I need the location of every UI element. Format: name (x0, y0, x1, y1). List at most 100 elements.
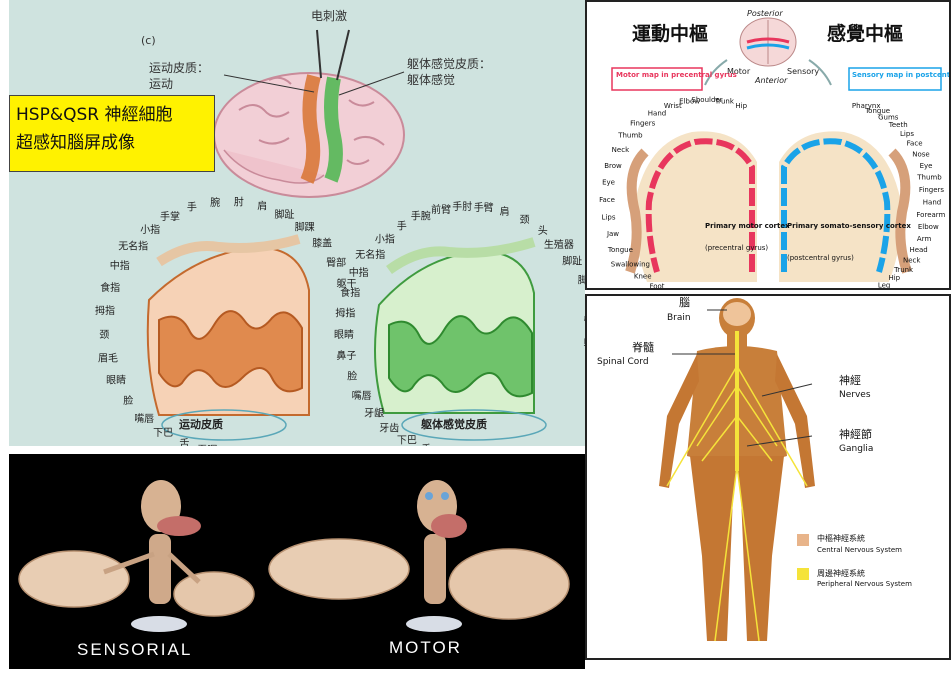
motor-word: Motor (727, 67, 751, 76)
sensory-map-part-19: Gums (878, 113, 899, 121)
brain-cortex-panel: (c) 电刺激 运动皮质： 运动 躯体感觉皮质： 躯体感觉 运动皮质 躯体感觉皮… (9, 0, 585, 446)
sensory-homunculus-outline (888, 148, 912, 274)
sensory-part-label-1: 臀部 (584, 315, 585, 328)
motor-map-part-3: Elbow (679, 98, 700, 106)
motor-part-label-21: 舌 (179, 438, 189, 446)
brain-label-en: Brain (667, 313, 691, 323)
motor-part-label-14: 拇指 (95, 304, 115, 317)
brain-label-cn: 腦 (679, 296, 690, 309)
motor-part-label-16: 眉毛 (98, 352, 118, 364)
ganglia-label-cn: 神經節 (839, 427, 872, 441)
motor-cortex-label: 运动皮质： (149, 61, 209, 75)
sensory-part-label-17: 食指 (340, 286, 360, 299)
motor-cortex-strip (645, 138, 755, 273)
nervous-system-diagram: 腦 Brain 脊髓 Spinal Cord 神經 Nerves 神經節 Gan… (597, 296, 912, 642)
motor-slice-title: 运动皮质 (179, 417, 223, 431)
motor-map-part-0: Hip (735, 102, 747, 110)
motor-body-part-labels: 躯干臀部膝盖脚踝脚趾肩肘腕手手掌小指无名指中指食指拇指颈眉毛眼睛脸嘴唇下巴舌吞咽 (95, 195, 357, 446)
sensory-part-label-4: 脚趾 (562, 255, 582, 268)
sensory-part-label-25: 下巴 (397, 435, 417, 447)
sensory-map-part-14: Eye (920, 162, 933, 170)
sensory-map-part-18: Teeth (888, 121, 908, 129)
sensory-part-label-9: 手臂 (474, 201, 494, 214)
motor-part-label-15: 颈 (99, 329, 109, 341)
motor-part-label-19: 嘴唇 (134, 413, 154, 425)
brain-cortex-illustration: (c) 电刺激 运动皮质： 运动 躯体感觉皮质： 躯体感觉 运动皮质 躯体感觉皮… (95, 9, 585, 446)
sensory-map-part-11: Hand (923, 199, 941, 207)
anterior-label: Anterior (754, 76, 788, 85)
motor-part-label-7: 腕 (210, 196, 220, 209)
caption-line-1: HSP&QSR 神經細胞 (16, 105, 173, 125)
sensory-map-part-8: Arm (917, 235, 932, 243)
sensory-cortex-label: 躯体感觉皮质： (407, 56, 491, 71)
sensory-map-part-labels: GenitalsToesFootLegHipTrunkNeckHeadArmEl… (852, 102, 946, 288)
sensory-part-label-22: 嘴唇 (352, 390, 372, 402)
motor-caption: MOTOR (389, 638, 462, 657)
sensory-map-part-6: Neck (903, 256, 921, 264)
motor-map-box-text: Motor map in precentral gyrus (616, 71, 737, 79)
legend: 中樞神經系統 Central Nervous System 周邊神經系統 Per… (797, 533, 912, 588)
motor-part-label-8: 手 (187, 201, 197, 214)
sensory-part-label-24: 牙齿 (379, 422, 399, 434)
sensory-map-box (848, 67, 942, 91)
title-motor-center: 運動中樞 (632, 22, 708, 45)
sensory-map-part-4: Hip (888, 274, 900, 282)
motor-map-part-2: Shoulder (691, 96, 722, 104)
ganglia-label-en: Ganglia (839, 444, 873, 454)
motor-homunculus-figure (268, 480, 570, 632)
sensory-map-part-5: Trunk (893, 266, 914, 274)
sensory-part-label-6: 头 (538, 225, 548, 237)
cortex-map-diagram: 運動中樞 感覺中樞 Posterior Anterior Motor Senso… (599, 9, 949, 288)
sensory-part-label-20: 鼻子 (336, 349, 356, 362)
motor-map-part-7: Thumb (617, 132, 643, 140)
sensory-body-part-labels: 躯干臀部腿脚脚趾生殖器头颈肩手臂手肘前臂手腕手小指无名指中指食指拇指眼睛鼻子脸嘴… (334, 200, 585, 446)
motor-part-label-3: 脚踝 (295, 221, 315, 234)
caption-line-2: 超感知腦屏成像 (16, 133, 135, 153)
sensory-part-label-5: 生殖器 (544, 238, 574, 251)
nerves-label-en: Nerves (839, 390, 871, 400)
motor-map-part-15: Swallowing (611, 260, 650, 268)
legend-swatch-pns (797, 568, 809, 580)
sensory-map-part-20: Tongue (864, 107, 890, 115)
motor-part-label-9: 手掌 (160, 210, 180, 223)
motor-part-label-18: 脸 (123, 394, 133, 407)
sensory-map-part-21: Pharynx (852, 102, 881, 110)
legend-swatch-cns (797, 534, 809, 546)
motor-part-label-22: 吞咽 (197, 444, 217, 446)
title-sensory-center: 感覺中樞 (827, 22, 903, 45)
spinal-label-cn: 脊髓 (632, 340, 654, 354)
brain-lateral-view (213, 29, 405, 198)
figure-letter: (c) (141, 34, 156, 47)
motor-homunculus-outline (625, 148, 649, 274)
sensory-map-part-13: Thumb (916, 174, 942, 182)
motor-cortex-slice: 运动皮质 (146, 234, 310, 431)
sensory-part-label-21: 脸 (347, 370, 357, 383)
sensory-hemisphere (779, 131, 902, 282)
sensory-part-label-23: 牙龈 (364, 406, 384, 419)
motor-map-part-4: Wrist (664, 102, 682, 110)
postcentral-label: (postcentral gyrus) (787, 254, 854, 262)
motor-part-label-2: 膝盖 (312, 237, 332, 250)
sensory-part-label-8: 肩 (500, 205, 510, 218)
motor-map-part-12: Lips (602, 213, 616, 221)
legend-cns-cn: 中樞神經系統 (817, 533, 865, 543)
motor-map-part-14: Tongue (607, 246, 633, 254)
motor-part-label-13: 食指 (100, 281, 120, 294)
sensory-part-label-3: 脚 (578, 273, 585, 286)
sensory-part-label-16: 中指 (349, 266, 369, 279)
sensory-cortex-strip (781, 138, 891, 273)
sensory-cortex-slice: 躯体感觉皮质 (374, 237, 536, 431)
motor-map-part-labels: HipTrunkShoulderElbowWristHandFingersThu… (599, 96, 748, 288)
sensory-homunculus-figure (18, 480, 255, 632)
motor-part-label-10: 小指 (140, 223, 160, 236)
human-body-figure (659, 298, 815, 642)
sensory-part-label-10: 手肘 (452, 200, 472, 213)
motor-map-part-13: Jaw (606, 230, 619, 238)
motor-map-part-9: Brow (604, 162, 622, 170)
sensorial-caption: SENSORIAL (77, 640, 193, 659)
motor-map-box (611, 67, 703, 91)
nervous-system-panel: 腦 Brain 脊髓 Spinal Cord 神經 Nerves 神經節 Gan… (585, 294, 951, 660)
primary-motor-label: Primary motor cortex (705, 222, 790, 230)
sensory-part-label-11: 前臂 (431, 203, 451, 216)
motor-map-part-8: Neck (612, 146, 630, 154)
